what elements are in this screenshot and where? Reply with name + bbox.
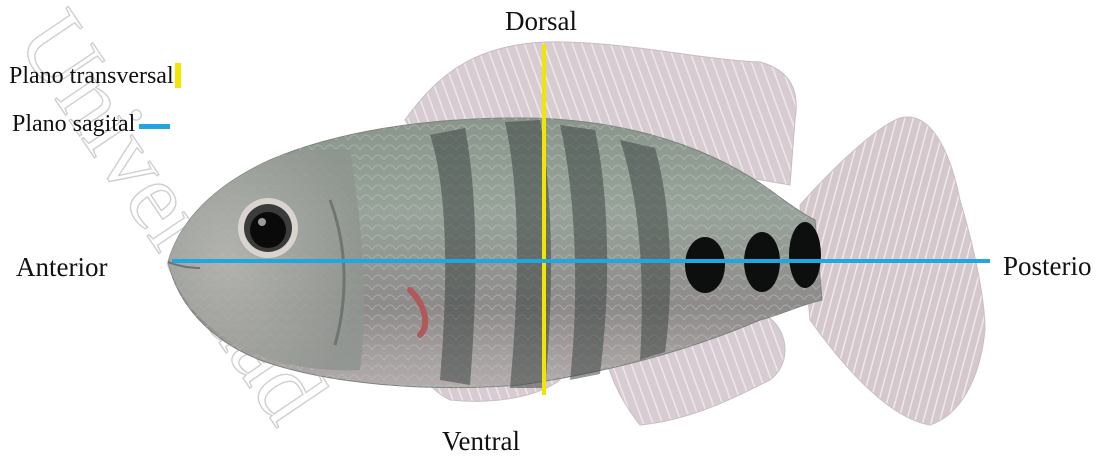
tail-fin — [800, 117, 985, 425]
ventral-label: Ventral — [442, 428, 520, 455]
legend-transversal: Plano transversal — [9, 63, 181, 88]
blue-swatch-icon — [139, 124, 170, 129]
legend-transversal-label: Plano transversal — [9, 64, 174, 88]
yellow-swatch-icon — [175, 63, 181, 88]
eye — [238, 198, 298, 258]
anterior-label: Anterior — [16, 254, 107, 281]
posterior-label: Posterio — [1003, 253, 1092, 280]
legend-sagital: Plano sagital — [12, 112, 170, 136]
legend-sagital-label: Plano sagital — [12, 112, 135, 136]
dorsal-label: Dorsal — [505, 8, 577, 35]
